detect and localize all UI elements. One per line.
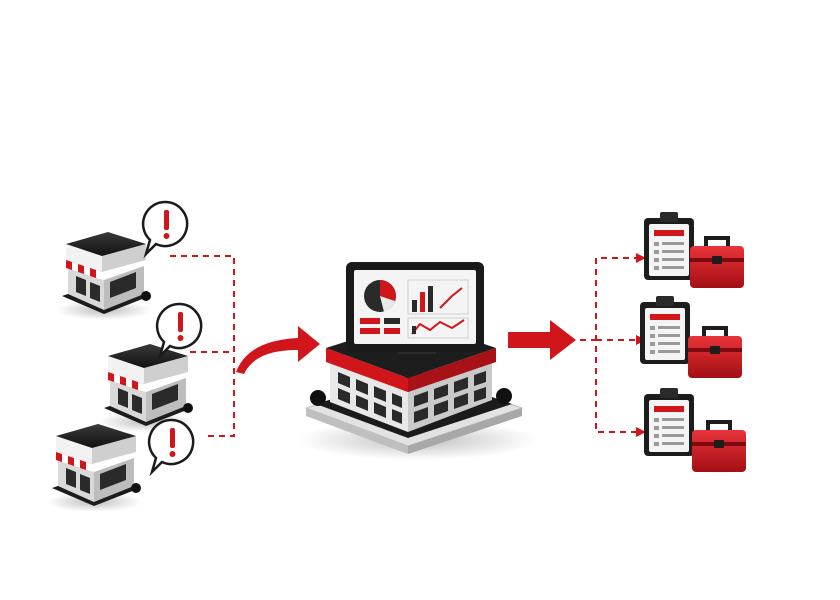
work-order-clipboard (644, 212, 694, 280)
alert-bubble (155, 302, 203, 361)
alert-bubble (141, 200, 189, 259)
store-building (98, 344, 194, 432)
toolbox-icon (690, 236, 744, 288)
store-connectors (170, 255, 235, 437)
right-arrow-icon (508, 320, 576, 360)
work-order-clipboard (644, 388, 694, 456)
report-list-icon (360, 318, 400, 334)
curved-arrow-icon (236, 326, 320, 374)
dashboard-monitor (346, 262, 484, 354)
toolbox-icon (692, 420, 746, 472)
alert-bubble (147, 418, 195, 477)
pie-chart-icon (364, 280, 396, 312)
work-order-clipboard (640, 296, 690, 364)
store-building (56, 232, 152, 320)
output-connectors (580, 257, 640, 433)
bar-chart-icon (407, 279, 469, 315)
store-building (46, 424, 142, 512)
line-chart-icon (407, 317, 469, 339)
toolbox-icon (688, 326, 742, 378)
